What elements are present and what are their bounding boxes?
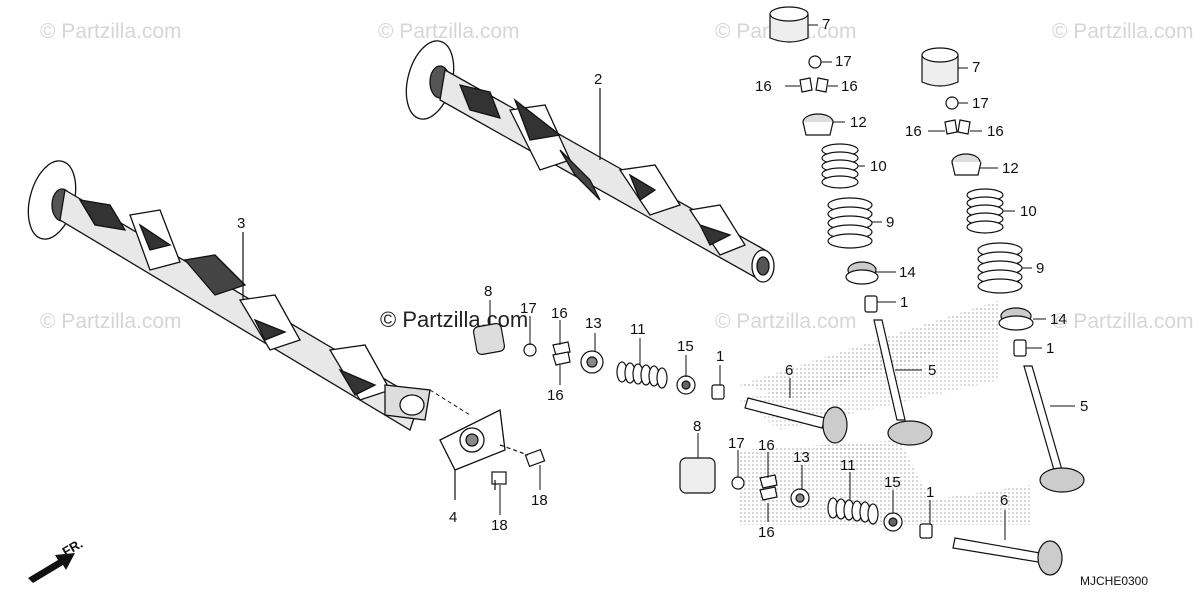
valve-train-row-lower bbox=[679, 457, 933, 539]
front-arrow-icon bbox=[28, 553, 75, 583]
spring bbox=[966, 188, 1004, 234]
valve-stack-right bbox=[921, 47, 1085, 493]
watermark: © Partzilla.com bbox=[378, 20, 520, 43]
valve-horizontal bbox=[952, 537, 1063, 576]
callout-1: 1 bbox=[926, 484, 934, 501]
callout-11: 11 bbox=[630, 321, 646, 338]
callout-16: 16 bbox=[758, 524, 775, 541]
callout-18: 18 bbox=[531, 492, 548, 509]
callout-9: 9 bbox=[886, 214, 894, 231]
callout-16: 16 bbox=[987, 123, 1004, 140]
spring bbox=[827, 497, 879, 525]
callout-17: 17 bbox=[972, 95, 989, 112]
callout-18: 18 bbox=[491, 517, 508, 534]
watermark: © Partzilla.com bbox=[1052, 310, 1194, 333]
callout-8: 8 bbox=[484, 283, 492, 300]
callout-14: 14 bbox=[1050, 311, 1067, 328]
spring bbox=[827, 197, 873, 249]
callout-5: 5 bbox=[1080, 398, 1088, 415]
callout-14: 14 bbox=[899, 264, 916, 281]
callout-15: 15 bbox=[884, 474, 901, 491]
valve-horizontal bbox=[744, 397, 848, 444]
callout-16: 16 bbox=[905, 123, 922, 140]
valve-train-row-upper bbox=[472, 322, 725, 400]
callout-17: 17 bbox=[728, 435, 745, 452]
callout-12: 12 bbox=[850, 114, 867, 131]
callout-7: 7 bbox=[972, 59, 980, 76]
callout-9: 9 bbox=[1036, 260, 1044, 277]
callout-4: 4 bbox=[449, 509, 457, 526]
bolt bbox=[491, 444, 546, 490]
callout-13: 13 bbox=[585, 315, 602, 332]
camshaft-exhaust bbox=[405, 40, 775, 283]
callout-7: 7 bbox=[822, 16, 830, 33]
stipple-background bbox=[740, 300, 1030, 525]
cam-sprocket-plate bbox=[439, 409, 506, 471]
callouts: 2 3 4 18 18 8 17 16 16 13 11 15 1 6 8 17… bbox=[237, 16, 1088, 541]
watermark: © Partzilla.com bbox=[40, 20, 182, 43]
callout-11: 11 bbox=[840, 457, 856, 474]
callout-6: 6 bbox=[1000, 492, 1008, 509]
callout-1: 1 bbox=[716, 348, 724, 365]
spring bbox=[977, 242, 1023, 294]
callout-6: 6 bbox=[785, 362, 793, 379]
callout-17: 17 bbox=[835, 53, 852, 70]
callout-16: 16 bbox=[758, 437, 775, 454]
callout-15: 15 bbox=[677, 338, 694, 355]
callout-8: 8 bbox=[693, 418, 701, 435]
watermark: © Partzilla.com bbox=[40, 310, 182, 333]
callout-10: 10 bbox=[870, 158, 887, 175]
callout-16: 16 bbox=[547, 387, 564, 404]
callout-13: 13 bbox=[793, 449, 810, 466]
callout-16: 16 bbox=[841, 78, 858, 95]
valve-stack-left bbox=[769, 6, 933, 446]
watermark: © Partzilla.com bbox=[715, 310, 857, 333]
callout-2: 2 bbox=[594, 71, 602, 88]
leader-lines bbox=[489, 24, 1075, 540]
callout-3: 3 bbox=[237, 215, 245, 232]
callout-1: 1 bbox=[900, 294, 908, 311]
spring bbox=[821, 143, 859, 189]
callout-10: 10 bbox=[1020, 203, 1037, 220]
watermark: © Partzilla.com bbox=[1052, 20, 1194, 43]
callout-16: 16 bbox=[755, 78, 772, 95]
watermark-center: © Partzilla.com bbox=[380, 307, 529, 332]
callout-12: 12 bbox=[1002, 160, 1019, 177]
spring bbox=[616, 361, 668, 389]
camshaft-intake bbox=[27, 160, 431, 431]
callout-16: 16 bbox=[551, 305, 568, 322]
callout-1: 1 bbox=[1046, 340, 1054, 357]
callout-5: 5 bbox=[928, 362, 936, 379]
diagram-code: MJCHE0300 bbox=[1080, 574, 1149, 588]
callout-17: 17 bbox=[520, 300, 537, 317]
